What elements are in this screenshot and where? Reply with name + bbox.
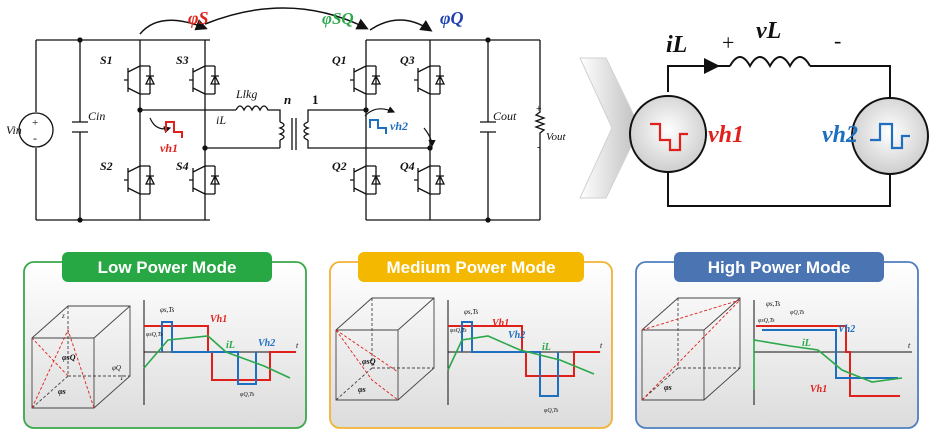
medium-cube-phisq: φsQ [362, 357, 376, 366]
vin-minus: - [33, 131, 37, 145]
high-power-title: High Power Mode [708, 258, 851, 277]
medium-power-panel: Medium Power Mode φsQ φs Vh1 Vh2 iL t φs… [329, 252, 613, 429]
equivalence-arrow-icon [579, 57, 641, 199]
low-vh1-label: Vh1 [210, 314, 227, 325]
switch-q3-label: Q3 [400, 53, 415, 67]
low-il-label: iL [226, 340, 235, 351]
phi-s-label: φS [188, 8, 209, 28]
dab-circuit [18, 37, 546, 223]
low-cube-phisq: φsQ [62, 353, 76, 362]
high-phisq-label: φsQ,Ts [758, 318, 775, 324]
medium-cube [335, 297, 435, 401]
low-cube-phis: φs [58, 387, 66, 396]
switch-s1 [124, 60, 156, 100]
eq-vh1-label: vh1 [708, 122, 744, 148]
turns-n-label: n [284, 92, 291, 107]
vin-plus: + [32, 117, 38, 129]
switch-s3 [189, 60, 221, 100]
medium-vh2-label: Vh2 [508, 330, 525, 341]
low-t-label: t [296, 341, 299, 350]
switch-s3-label: S3 [176, 53, 189, 67]
medium-phis-label: φs,Ts [464, 308, 479, 316]
high-phis-label: φs,Ts [766, 300, 781, 308]
il-circuit-label: iL [216, 113, 226, 127]
vh1-circuit-label: vh1 [160, 141, 178, 155]
vh2-circuit-label: vh2 [390, 119, 408, 133]
medium-t-label: t [600, 341, 603, 350]
medium-phiq-label: φQ,Ts [544, 408, 559, 414]
switch-q4-label: Q4 [400, 159, 415, 173]
low-power-panel: Low Power Mode z φsQ φs φQ 1 Vh1 iL Vh2 … [23, 252, 307, 429]
high-vh2-label: Vh2 [838, 324, 855, 335]
switch-s4-label: S4 [176, 159, 189, 173]
medium-vh1-label: Vh1 [492, 318, 509, 329]
switch-q2-label: Q2 [332, 159, 347, 173]
vh2-source-wave-icon [870, 122, 910, 150]
switch-q1 [350, 60, 382, 100]
switch-s1-label: S1 [100, 53, 113, 67]
switch-q2 [350, 160, 382, 200]
high-cube [641, 297, 741, 401]
vout-label: Vout [546, 131, 567, 143]
low-vh2-label: Vh2 [258, 338, 275, 349]
eq-vl-label: vL [756, 18, 781, 44]
medium-cube-phis: φs [358, 385, 366, 394]
eq-plus-label: + [722, 30, 734, 55]
vh1-wave-icon [165, 121, 183, 138]
low-cube [31, 305, 131, 409]
cin-label: Cin [88, 109, 105, 123]
high-vh1-label: Vh1 [810, 384, 827, 395]
high-phiq-label: φQ,Ts [790, 310, 805, 316]
low-cube-phiq: φQ [112, 364, 121, 372]
equivalent-circuit [629, 56, 929, 207]
vout-plus: + [536, 104, 542, 115]
phi-q-label: φQ [440, 8, 464, 28]
high-cube-phis: φs [664, 383, 672, 392]
low-phis-label: φs,Ts [160, 306, 175, 314]
phase-arrows [139, 7, 436, 148]
medium-power-title: Medium Power Mode [386, 258, 555, 277]
eq-minus-label: - [834, 28, 841, 53]
medium-il-label: iL [542, 342, 551, 353]
vout-minus: - [537, 142, 540, 153]
llkg-label: Llkg [235, 87, 257, 101]
vh2-wave-icon [369, 119, 387, 134]
low-waveform [143, 300, 296, 405]
low-phiq-label: φQ,Ts [240, 392, 255, 398]
high-waveform [753, 300, 912, 405]
high-il-label: iL [802, 338, 811, 349]
low-cube-z: z [61, 312, 65, 320]
turns-1-label: 1 [312, 92, 319, 107]
high-t-label: t [908, 341, 911, 350]
cout-label: Cout [493, 109, 517, 123]
high-power-panel: High Power Mode φs Vh2 Vh1 iL t φs,Ts φs… [635, 252, 919, 429]
switch-s2 [124, 160, 156, 200]
eq-vh2-label: vh2 [822, 122, 858, 148]
low-cube-one: 1 [120, 374, 124, 382]
medium-waveform [447, 300, 600, 405]
switch-q4 [414, 160, 446, 200]
low-power-title: Low Power Mode [98, 258, 237, 277]
switch-q1-label: Q1 [332, 53, 347, 67]
phi-sq-label: φSQ [322, 9, 354, 28]
vin-label: Vin [6, 123, 22, 137]
switch-s2-label: S2 [100, 159, 113, 173]
eq-il-label: iL [666, 32, 687, 58]
switch-q3 [414, 60, 446, 100]
medium-phisq-label: φsQ,Ts [450, 328, 467, 334]
switch-s4 [189, 160, 221, 200]
low-phisq-label: φsQ,Ts [146, 332, 163, 338]
vh1-source-wave-icon [650, 122, 688, 152]
